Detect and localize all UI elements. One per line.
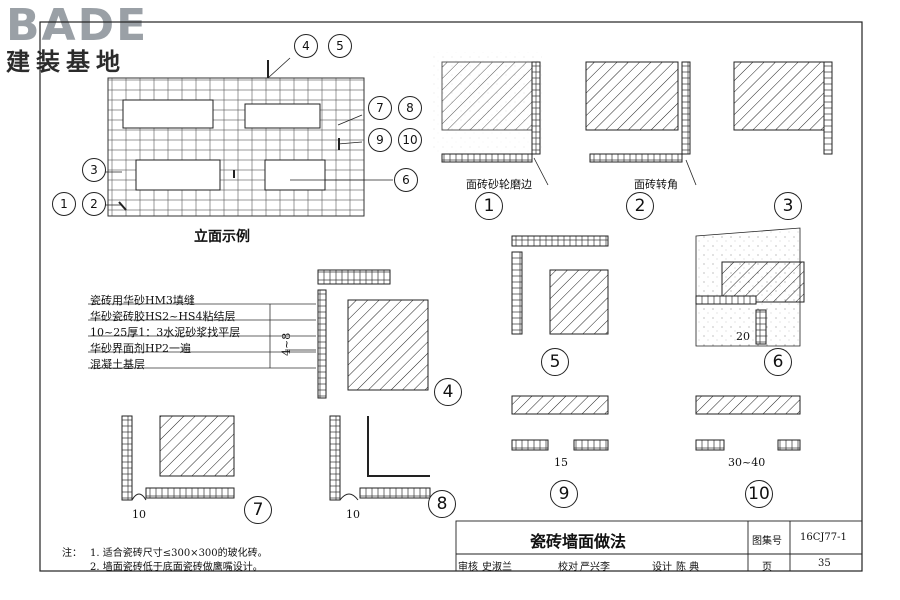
detail-circle-10: 10 — [745, 480, 773, 508]
detail-circle-9: 9 — [550, 480, 578, 508]
ref-circle-8: 8 — [398, 96, 422, 120]
detail-4-dim: 4~8 — [280, 332, 293, 356]
detail-8 — [329, 415, 431, 501]
detail-circle-1: 1 — [475, 192, 503, 220]
ref-circle-4: 4 — [294, 34, 318, 58]
detail-3 — [733, 61, 833, 155]
ref-circle-10: 10 — [398, 128, 422, 152]
elevation-example — [102, 57, 393, 217]
review-label: 审核 — [458, 562, 478, 573]
note-1: 1. 适合瓷砖尺寸≤300×300的玻化砖。 — [90, 548, 268, 559]
ref-circle-5: 5 — [328, 34, 352, 58]
logo-wordmark: BADE — [6, 0, 149, 51]
layer-5: 混凝土基层 — [90, 358, 145, 371]
detail-circle-4: 4 — [434, 378, 462, 406]
detail-9 — [511, 395, 609, 451]
detail-circle-2: 2 — [626, 192, 654, 220]
layer-4: 华砂界面剂HP2一遍 — [90, 342, 191, 355]
sheet-border — [39, 21, 863, 572]
ref-circle-7: 7 — [368, 96, 392, 120]
detail-7 — [121, 415, 235, 501]
layer-table — [88, 303, 316, 369]
detail-2-note: 面砖转角 — [634, 178, 678, 191]
detail-5 — [511, 235, 609, 335]
ref-circle-9: 9 — [368, 128, 392, 152]
detail-10-dim: 30~40 — [728, 456, 766, 469]
detail-9-dim: 15 — [554, 456, 568, 469]
elevation-caption: 立面示例 — [194, 229, 250, 245]
ref-circle-3: 3 — [82, 158, 106, 182]
brand-logo: BADE 建装基地 — [6, 0, 166, 77]
detail-2 — [585, 61, 697, 186]
ref-circle-6: 6 — [394, 168, 418, 192]
page-label: 页 — [762, 562, 772, 573]
ref-circle-1: 1 — [52, 192, 76, 216]
note-2: 2. 墙面瓷砖低于底面瓷砖做鹰嘴设计。 — [90, 562, 263, 573]
atlas-number: 16CJ77-1 — [800, 532, 847, 543]
detail-circle-8: 8 — [428, 490, 456, 518]
detail-circle-7: 7 — [244, 496, 272, 524]
detail-circle-6: 6 — [764, 348, 792, 376]
drawing-title: 瓷砖墙面做法 — [530, 532, 627, 551]
ref-circle-2: 2 — [82, 192, 106, 216]
detail-7-dim: 10 — [132, 508, 146, 521]
check-label: 校对 — [558, 562, 578, 573]
checker-name: 严兴李 — [580, 562, 610, 573]
detail-1-note: 面砖砂轮磨边 — [466, 178, 532, 191]
reviewer-name: 史淑兰 — [482, 562, 512, 573]
atlas-label: 图集号 — [752, 536, 782, 547]
detail-8-dim: 10 — [346, 508, 360, 521]
notes-prefix: 注： — [62, 548, 82, 559]
detail-6 — [695, 227, 805, 347]
layer-2: 华砂瓷砖胶HS2~HS4粘结层 — [90, 310, 236, 323]
detail-1 — [432, 52, 549, 186]
detail-6-dim: 20 — [736, 330, 750, 343]
detail-4 — [285, 269, 429, 399]
logo-tagline: 建装基地 — [6, 48, 126, 76]
detail-10 — [695, 395, 801, 451]
layer-1: 瓷砖用华砂HM3填缝 — [90, 294, 195, 307]
design-label: 设计 — [652, 562, 672, 573]
designer-name: 陈 典 — [676, 562, 700, 573]
detail-circle-5: 5 — [541, 348, 569, 376]
detail-circle-3: 3 — [774, 192, 802, 220]
layer-3: 10~25厚1：3水泥砂浆找平层 — [90, 326, 241, 339]
title-block — [455, 520, 863, 572]
page-number: 35 — [818, 558, 831, 569]
